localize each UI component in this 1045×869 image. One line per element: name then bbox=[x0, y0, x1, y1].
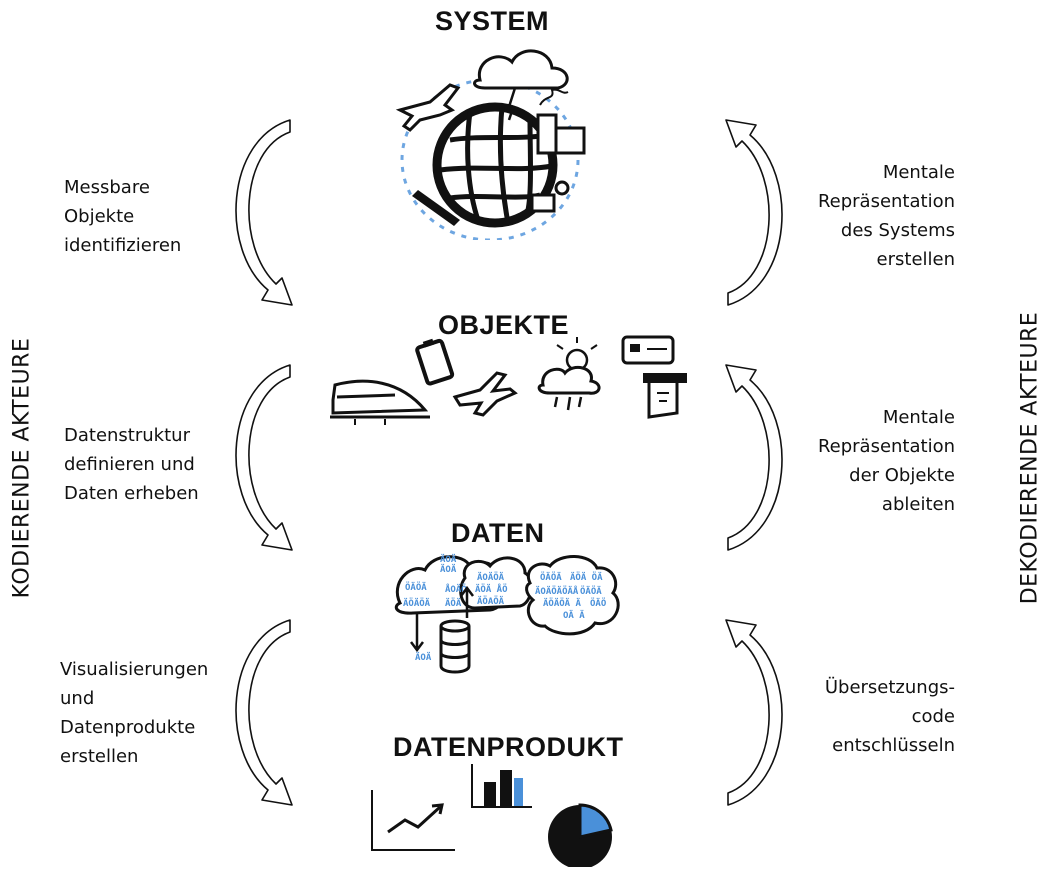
line-chart-icon bbox=[371, 790, 455, 851]
data-glyph: ÄÖÄÖÄ bbox=[403, 598, 431, 609]
bar-chart-icon bbox=[471, 764, 532, 808]
weather-icon bbox=[537, 337, 601, 411]
left-step-2-text: Datenstruktur definieren und Daten erheb… bbox=[64, 425, 199, 504]
data-glyph: ÖÄÖÄ bbox=[580, 586, 602, 597]
stage-title-system: SYSTEM bbox=[435, 6, 550, 36]
train-icon bbox=[330, 379, 430, 425]
pie-chart-icon bbox=[548, 803, 613, 867]
stage-title-objekte: OBJEKTE bbox=[438, 310, 570, 340]
phone-icon bbox=[415, 338, 455, 386]
arrow-right-2 bbox=[725, 364, 783, 551]
arrow-left-2 bbox=[235, 364, 293, 551]
right-step-1-text: Mentale Repräsentation des Systems erste… bbox=[817, 162, 955, 270]
data-glyph: ÄOÄ bbox=[440, 564, 457, 575]
data-glyph: ÖÄÖÄ bbox=[540, 572, 562, 583]
data-glyph: ÄOÄ bbox=[440, 554, 457, 565]
pen-icon bbox=[412, 190, 460, 226]
data-cloud-right bbox=[525, 555, 620, 636]
data-glyph: ÄÖÄ ÖÄ bbox=[570, 572, 603, 583]
cloud-icon bbox=[473, 49, 569, 90]
plane-icon bbox=[395, 83, 461, 132]
right-step-3-text: Übersetzungs- code entschlüsseln bbox=[824, 677, 955, 756]
stage-title-daten: DATEN bbox=[451, 518, 545, 548]
left-step-1-text: Messbare Objekte identifizieren bbox=[64, 177, 182, 256]
airplane-icon bbox=[452, 371, 518, 417]
data-glyph: ÖÄÖÄ bbox=[405, 582, 427, 593]
arrow-right-3 bbox=[725, 619, 783, 806]
arrow-left-3 bbox=[235, 619, 293, 806]
data-glyph: ÅOÄÖ bbox=[445, 584, 467, 595]
datenprodukt-illustration bbox=[371, 764, 613, 867]
stage-title-datenprodukt: DATENPRODUKT bbox=[393, 732, 624, 762]
arrow-right-1 bbox=[725, 119, 783, 306]
arrow-left-1 bbox=[235, 119, 293, 306]
data-glyph: ÄOÄ bbox=[415, 652, 432, 663]
right-step-2-text: Mentale Repräsentation der Objekte ablei… bbox=[817, 407, 955, 515]
data-glyph: ÄÖÄ ÅÖ bbox=[475, 584, 508, 595]
objekte-illustration bbox=[330, 335, 687, 425]
gadget-icon bbox=[530, 180, 570, 213]
data-glyph: ÖÄÖ bbox=[590, 598, 607, 609]
system-illustration bbox=[395, 49, 586, 240]
card-icon bbox=[621, 335, 675, 365]
factory-icon bbox=[536, 113, 586, 155]
data-glyph: OÄ Ä bbox=[563, 610, 585, 621]
data-cloud-middle bbox=[459, 556, 533, 610]
left-step-3-text: Visualisierungen und Datenprodukte erste… bbox=[60, 659, 209, 767]
ticket-machine-icon bbox=[643, 373, 687, 419]
data-glyph: ÄÖÄÖÄ Ä bbox=[543, 598, 582, 609]
data-glyph: ÄOÄÖÄ bbox=[477, 572, 505, 583]
data-glyph: ÄOÄÖÄÖÄÅ bbox=[535, 586, 579, 597]
database-icon bbox=[439, 619, 471, 674]
data-glyph: ÄÖÄ bbox=[445, 598, 462, 609]
daten-illustration: ÄOÄ ÄOÄ ÖÄÖÄ ÄÖÄÖÄ ÅOÄÖ ÄOÄÖÄ ÄÖÄ ÅÖ ÄÖA… bbox=[394, 554, 620, 674]
data-glyph: ÄÖAÖÄ bbox=[477, 596, 505, 607]
